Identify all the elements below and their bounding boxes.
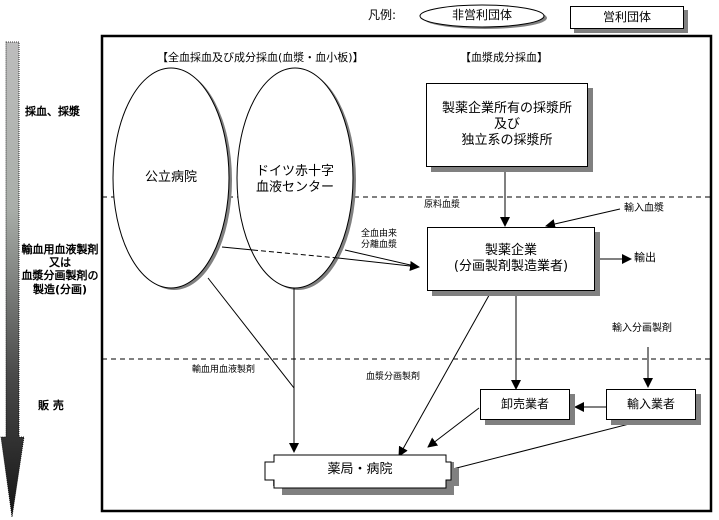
pharmacy-label: 薬局・病院 — [327, 462, 393, 477]
plasma-centers-line: 独立系の採漿所 — [461, 133, 553, 149]
plasma-centers-line: 及び — [493, 116, 520, 132]
stage-label-manufacturing-line: 又は — [49, 256, 71, 270]
edge-redcross-to-pharma — [344, 249, 420, 268]
public-hospital-label: 公立病院 — [144, 170, 197, 185]
red-cross-label: ドイツ赤十字 血液センター — [245, 164, 345, 197]
legend-label: 凡例: — [368, 8, 397, 22]
stage-label-collection: 採血、採漿 — [25, 105, 80, 118]
edge-label-import-plasma: 輸入血漿 — [624, 203, 664, 214]
public-hospital-node — [112, 67, 230, 289]
main-frame — [100, 34, 713, 513]
legend-for-profit: 営利団体 — [570, 6, 684, 29]
section-header-plasma: 【血漿成分採血】 — [460, 51, 548, 64]
legend-non-profit-shape — [419, 4, 545, 28]
plasma-centers-node: 製薬企業所有の採漿所 及び 独立系の採漿所 — [426, 83, 588, 167]
wholesaler-label: 卸売業者 — [500, 397, 549, 411]
edge-label-whole-blood-plasma-line: 分離血漿 — [361, 240, 398, 251]
legend-for-profit-label: 営利団体 — [602, 10, 651, 24]
stage-label-manufacturing-line: 血漿分画製剤の — [21, 269, 99, 283]
plasma-centers-line: 製薬企業所有の採漿所 — [441, 100, 572, 116]
edge-hospital-to-pharma — [221, 246, 254, 251]
importer-node: 輸入業者 — [606, 389, 696, 420]
red-cross-label-line: ドイツ赤十字 — [255, 164, 334, 179]
edge-hospital-to-pharmacy — [207, 277, 295, 389]
legend-non-profit: 非営利団体 — [451, 8, 512, 22]
edge-label-whole-blood-plasma: 全血由来 分離血漿 — [361, 229, 397, 252]
edge-import-plasma-to-pharma — [545, 208, 621, 229]
edge-pharma-to-pharmacy — [398, 289, 493, 457]
process-flow-arrow — [0, 41, 25, 518]
edge-wholesaler-to-pharmacy — [427, 407, 480, 448]
edge-label-plasma-fraction-products: 血漿分画製剤 — [366, 372, 421, 382]
pharma-line: 製薬企業 — [484, 242, 537, 258]
edge-label-whole-blood-plasma-line: 全血由来 — [361, 229, 398, 239]
stage-label-manufacturing: 輸血用血液製剤 又は 血漿分画製剤の 製造(分画) — [15, 243, 105, 296]
edge-label-import-fraction: 輸入分画製剤 — [612, 323, 672, 334]
edge-label-source-plasma: 原料血漿 — [424, 200, 461, 210]
edge-importer-to-pharmacy — [440, 419, 646, 475]
stage-label-manufacturing-line: 製造(分画) — [32, 282, 88, 296]
pharma-node: 製薬企業 (分画製剤製造業者) — [427, 227, 595, 291]
edge-label-transfusion-products: 輸血用血液製剤 — [192, 365, 256, 375]
wholesaler-node: 卸売業者 — [480, 389, 570, 420]
red-cross-node — [236, 67, 354, 289]
stage-label-manufacturing-line: 輸血用血液製剤 — [21, 243, 99, 256]
section-header-whole-blood: 【全血採血及び成分採血(血漿・血小板)】 — [157, 51, 364, 64]
edge-label-export: 輸出 — [634, 251, 656, 264]
pharma-line: (分画製剤製造業者) — [453, 259, 569, 274]
pharmacy-node — [264, 454, 452, 489]
importer-label: 輸入業者 — [626, 397, 675, 411]
stage-label-sales: 販 売 — [38, 399, 64, 412]
red-cross-label-line: 血液センター — [255, 180, 334, 196]
